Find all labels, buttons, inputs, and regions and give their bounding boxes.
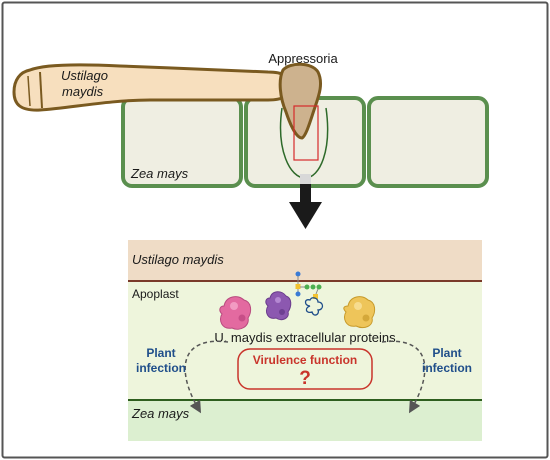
protein-yellow-icon [343, 296, 376, 329]
protein-purple-icon [265, 291, 292, 321]
host-label-bottom: Zea mays [131, 406, 190, 421]
plant-infection-left-line1: Plant [146, 346, 175, 360]
apoplast-label: Apoplast [132, 287, 179, 301]
zea-band [128, 400, 482, 441]
zoom-arrow-shaft [300, 184, 311, 204]
protein-pink-icon [219, 296, 252, 330]
plant-cells-top [121, 96, 489, 188]
ustilago-band-label: Ustilago maydis [132, 252, 224, 267]
virulence-box [237, 348, 373, 390]
fungal-hypha: Ustilago maydis [12, 63, 292, 112]
infection-arrow-right [381, 340, 426, 414]
plant-infection-left-line2: infection [136, 361, 186, 375]
zoom-arrow [289, 174, 322, 229]
infection-arrow-left [184, 340, 229, 414]
zoom-arrow-fade [300, 174, 311, 184]
plant-infection-right-line1: Plant [432, 346, 461, 360]
proteins-label: U. maydis extracellular proteins [214, 330, 396, 345]
appressorium [278, 62, 322, 140]
virulence-question-mark: ? [299, 368, 311, 389]
ustilago-band [128, 240, 482, 281]
plant-cell-right [367, 96, 489, 188]
fungus-label-line2: maydis [62, 84, 104, 99]
focus-box [293, 105, 319, 161]
glycosylated-protein-icon [295, 271, 324, 316]
hypha-septum-2 [27, 75, 31, 107]
appressoria-label: Appressoria [268, 51, 338, 66]
zoom-arrow-head [289, 202, 322, 229]
plant-infection-right-line2: infection [422, 361, 472, 375]
virulence-label: Virulence function [253, 353, 357, 367]
fungus-label-line1: Ustilago [61, 68, 108, 83]
host-label-top: Zea mays [130, 166, 189, 181]
hypha-septum-1 [39, 71, 43, 109]
